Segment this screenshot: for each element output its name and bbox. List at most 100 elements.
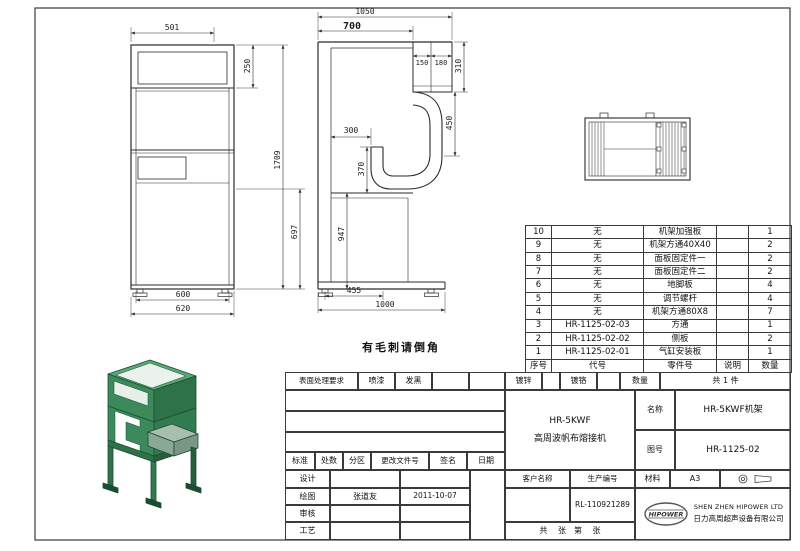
dim-947: 947 [337,227,346,242]
header-seq: 序号 [525,358,552,374]
drawer-name: 张道友 [330,488,400,505]
role-process-label: 工艺 [285,522,330,540]
quantity-label: 数量 [620,372,660,390]
role-design-label: 设计 [285,470,330,488]
part-qty: 1 [748,224,792,240]
rev-doc-label: 更改文件号 [371,452,429,470]
order-label: 生产编号 [570,470,635,488]
company-names: SHEN ZHEN HIPOWER LTD 日力高周超声设备有限公司 [693,502,784,524]
dim-455: 455 [347,286,362,295]
surface-empty-cell [597,372,620,390]
rev-standard-label: 标准 [285,452,315,470]
header-code: 代号 [551,358,644,374]
table-row: 3 HR-1125-02-03 方通 1 [525,318,792,333]
check-date-cell [400,505,470,522]
dim-700: 700 [343,21,361,32]
front-view [130,44,235,297]
surface-zinc-cell: 镀锌 [505,372,542,390]
table-row: 4 无 机架方通80X8 7 [525,305,792,320]
table-row: 8 无 面板固定件一 2 [525,251,792,267]
sheet-count: 共 张 第 张 [505,522,635,540]
rev-date-label: 日期 [467,452,505,470]
part-name: 方通 [643,318,717,333]
dim-600: 600 [176,290,191,299]
part-seq: 7 [525,265,552,280]
parts-list-table: 10 无 机架加强板 1 9 无 机架方通40X40 2 8 无 面板固定件一 … [525,224,792,374]
dim-180: 180 [435,59,448,67]
process-date-cell [400,522,470,540]
process-name-cell [330,522,400,540]
part-desc [716,345,749,360]
title-block: 表面处理要求 喷漆 发黑 镀锌 镀铬 数量 共 1 件 标准 处数 分区 更改文… [285,372,791,540]
projection-symbol-cell [720,470,791,488]
part-desc [716,265,749,280]
header-qty: 数量 [748,358,792,374]
part-code: 无 [551,224,644,240]
table-row: 2 HR-1125-02-02 侧板 2 [525,331,792,347]
draw-date: 2011-10-07 [400,488,470,505]
projection-symbol [738,474,771,484]
part-code: 无 [551,278,644,293]
top-view [584,112,691,181]
material-value: A3 [670,470,720,488]
header-desc: 说明 [716,358,749,374]
part-seq: 5 [525,291,552,307]
part-qty: 1 [748,345,792,360]
table-row: 6 无 地脚板 4 [525,278,792,293]
hipower-logo: HIPOWER [643,502,688,526]
header-part: 零件号 [643,358,717,374]
dim-250: 250 [243,59,252,74]
dim-1000: 1000 [375,300,394,309]
dim-370: 370 [357,162,366,177]
company-name-en: SHEN ZHEN HIPOWER LTD [693,502,784,511]
part-desc [716,278,749,293]
deburr-note: 有毛刺请倒角 [362,341,440,354]
part-seq: 8 [525,251,552,267]
part-desc [716,251,749,267]
product-cell: HR-5KWF 高周波帆布熔接机 [505,390,635,470]
part-qty: 4 [748,278,792,293]
part-desc [716,238,749,253]
dim-450: 450 [445,116,454,131]
part-qty: 2 [748,331,792,347]
part-seq: 10 [525,224,552,240]
dwgno-value: HR-1125-02 [675,430,791,470]
part-qty: 2 [748,238,792,253]
product-name: 高周波帆布熔接机 [533,433,606,444]
side-view-dimensions: 1050 700 150 180 310 450 300 370 947 455… [317,7,468,313]
part-qty: 7 [748,305,792,320]
part-code: 无 [551,251,644,267]
roles-extra-column [470,470,505,540]
company-logo-cell: HIPOWER SHEN ZHEN HIPOWER LTD 日力高周超声设备有限… [635,488,791,540]
company-name-cn: 日力高周超声设备有限公司 [693,514,784,524]
part-name: 机架方通80X8 [643,305,717,320]
surface-paint-cell: 喷漆 [358,372,395,390]
revision-empty-row [285,432,505,452]
part-seq: 3 [525,318,552,333]
part-qty: 2 [748,265,792,280]
part-name: 面板固定件一 [643,251,717,267]
part-code: HR-1125-02-03 [551,318,644,333]
part-seq: 6 [525,278,552,293]
part-desc [716,224,749,240]
dim-1050: 1050 [355,7,374,16]
design-date-cell [400,470,470,488]
surface-treatment-label: 表面处理要求 [285,372,358,390]
part-seq: 1 [525,345,552,360]
name-label: 名称 [635,390,675,430]
rev-count-label: 处数 [315,452,343,470]
part-seq: 4 [525,305,552,320]
part-desc [716,291,749,307]
role-check-label: 审核 [285,505,330,522]
check-name-cell [330,505,400,522]
material-label: 材料 [635,470,670,488]
order-no: RL-110921289 [570,488,635,522]
part-name: 气缸安装板 [643,345,717,360]
table-row: 1 HR-1125-02-01 气缸安装板 1 [525,345,792,360]
side-view [317,41,453,297]
part-name: 地脚板 [643,278,717,293]
dim-501: 501 [165,23,180,32]
surface-empty-cell [469,372,505,390]
table-row: 9 无 机架方通40X40 2 [525,238,792,253]
